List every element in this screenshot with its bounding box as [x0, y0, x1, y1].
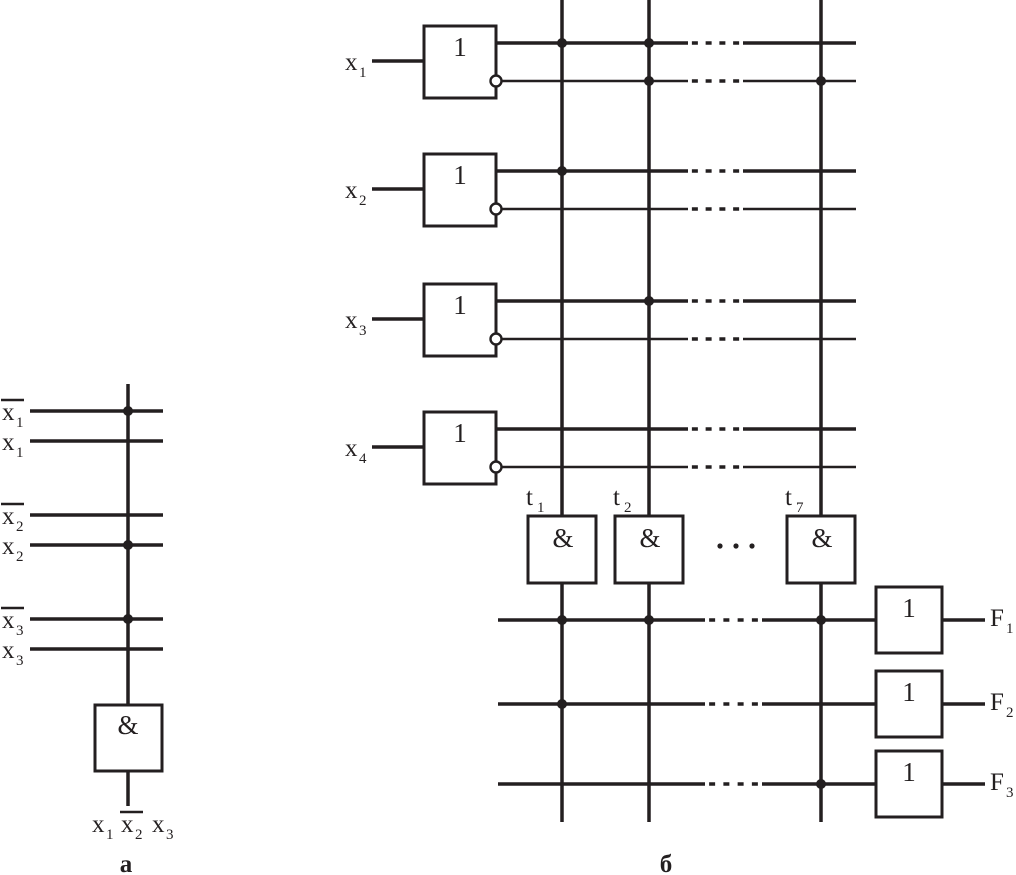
variable-index: 1 [359, 65, 367, 81]
ellipsis-dot [717, 543, 723, 549]
variable-index: 3 [16, 623, 24, 639]
product-term-letter: t [613, 484, 620, 511]
and-matrix-junction [644, 38, 654, 48]
variable-letter: x [152, 811, 165, 838]
buffer-gate-symbol: 1 [453, 418, 467, 448]
and-matrix-junction [644, 296, 654, 306]
or-gate [874, 669, 944, 739]
and-matrix-junction [816, 76, 826, 86]
variable-index: 4 [359, 451, 367, 467]
variable-index: 1 [106, 827, 114, 843]
variable-index: 1 [16, 445, 24, 461]
product-term-index: 1 [537, 500, 545, 516]
or-matrix-junction [557, 615, 567, 625]
or-matrix-junction [644, 615, 654, 625]
or-matrix-junction [557, 699, 567, 709]
buffer-gate [422, 24, 498, 100]
or-gate-symbol: 1 [902, 677, 916, 707]
variable-letter: x [2, 637, 15, 664]
variable-letter: x [2, 399, 15, 426]
and-gate [93, 703, 164, 773]
variable-letter: x [345, 435, 358, 462]
and-matrix-junction [644, 76, 654, 86]
ellipsis-dot [749, 543, 755, 549]
variable-letter: x [345, 307, 358, 334]
product-and-gate-symbol: & [811, 523, 832, 553]
buffer-gate [422, 152, 498, 228]
inversion-bubble [489, 332, 503, 346]
product-and-gate-symbol: & [552, 523, 573, 553]
variable-index: 3 [16, 653, 24, 669]
and-gates-ellipsis [717, 543, 755, 549]
variable-letter: x [92, 811, 105, 838]
and-gate-symbol: & [117, 710, 138, 740]
variable-index: 2 [359, 193, 367, 209]
variable-index: 1 [16, 415, 24, 431]
variable-index: 2 [16, 519, 24, 535]
buffer-gate [422, 282, 498, 358]
inversion-bubble [489, 460, 503, 474]
product-term-index: 7 [796, 500, 804, 516]
or-matrix-junction [816, 615, 826, 625]
or-gate-symbol: 1 [902, 593, 916, 623]
output-function-letter: F [990, 605, 1004, 632]
output-function-index: 2 [1006, 705, 1014, 721]
variable-letter: x [345, 177, 358, 204]
variable-letter: x [2, 429, 15, 456]
product-term-index: 2 [624, 500, 632, 516]
and-matrix-junction [557, 38, 567, 48]
variable-index: 3 [359, 323, 367, 339]
variable-index: 2 [16, 549, 24, 565]
product-term-letter: t [526, 484, 533, 511]
variable-letter: x [2, 607, 15, 634]
variable-index: 3 [166, 827, 174, 843]
output-function-index: 1 [1006, 621, 1014, 637]
buffer-gate-symbol: 1 [453, 290, 467, 320]
and-matrix-junction [557, 166, 567, 176]
or-gate-symbol: 1 [902, 757, 916, 787]
product-term-letter: t [785, 484, 792, 511]
variable-letter: x [345, 49, 358, 76]
variable-index: 2 [135, 827, 143, 843]
panel-b-caption: б [660, 851, 673, 875]
variable-letter: x [2, 503, 15, 530]
panel-a-caption: а [120, 851, 133, 875]
buffer-gate-symbol: 1 [453, 32, 467, 62]
or-matrix-junction [816, 779, 826, 789]
ellipsis-dot [733, 543, 739, 549]
buffer-gate [422, 410, 498, 486]
variable-letter: x [121, 811, 134, 838]
product-and-gate-symbol: & [639, 523, 660, 553]
variable-letter: x [2, 533, 15, 560]
output-function-letter: F [990, 689, 1004, 716]
inversion-bubble [489, 74, 503, 88]
output-function-letter: F [990, 769, 1004, 796]
output-function-index: 3 [1006, 785, 1014, 801]
buffer-gate-symbol: 1 [453, 160, 467, 190]
inversion-bubble [489, 202, 503, 216]
